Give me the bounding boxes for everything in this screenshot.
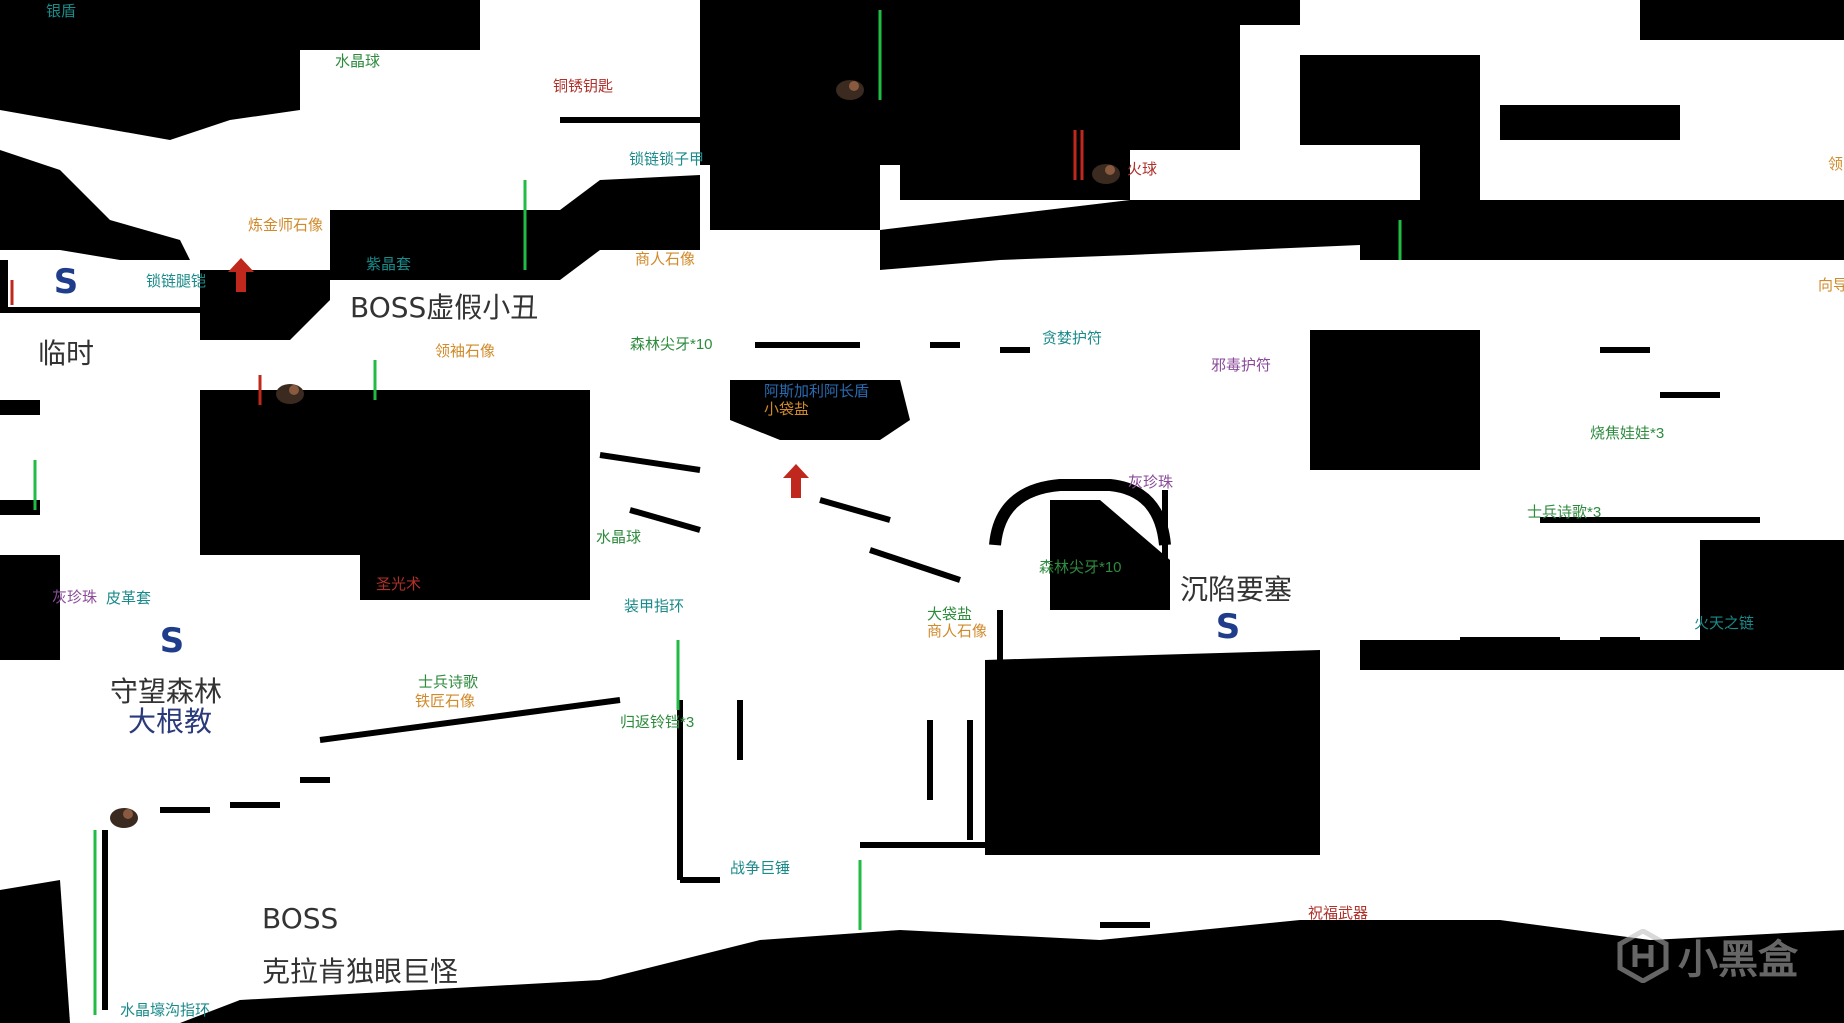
item-crystal-ball-top[interactable]: 水晶球 bbox=[335, 53, 381, 70]
snail-enemy-icon bbox=[110, 808, 138, 828]
item-big-salt[interactable]: 大袋盐 bbox=[927, 606, 973, 623]
save-point-icon[interactable]: S bbox=[46, 262, 86, 302]
item-edge-right-2[interactable]: 向导 bbox=[1818, 277, 1844, 294]
item-crystal-ball-mid[interactable]: 水晶球 bbox=[596, 529, 642, 546]
save-point-icon[interactable]: S bbox=[152, 621, 192, 661]
item-chain-greaves[interactable]: 锁链腿铠 bbox=[146, 273, 207, 290]
snail-enemy-icon bbox=[836, 80, 864, 100]
snail-enemy-icon bbox=[1092, 164, 1120, 184]
item-forest-fang-mid[interactable]: 森林尖牙*10 bbox=[1039, 559, 1122, 576]
item-soldier-song[interactable]: 士兵诗歌 bbox=[418, 674, 479, 691]
item-blessed-weapon[interactable]: 祝福武器 bbox=[1308, 905, 1369, 922]
item-leather-set[interactable]: 皮革套 bbox=[106, 590, 152, 607]
item-crystal-moat-ring[interactable]: 水晶壕沟指环 bbox=[120, 1002, 211, 1019]
up-arrow-icon[interactable] bbox=[783, 464, 809, 498]
item-merchant-statue-mid[interactable]: 商人石像 bbox=[927, 623, 988, 640]
area-boss-label[interactable]: BOSS bbox=[262, 902, 339, 935]
area-sunken-fortress[interactable]: 沉陷要塞 bbox=[1176, 576, 1297, 604]
area-cyclops[interactable]: 克拉肯独眼巨怪 bbox=[262, 955, 459, 988]
area-boss-jester[interactable]: BOSS虚假小丑 bbox=[344, 294, 545, 322]
item-burnt-doll[interactable]: 烧焦娃娃*3 bbox=[1590, 425, 1665, 442]
item-merchant-statue-top[interactable]: 商人石像 bbox=[635, 251, 696, 268]
item-small-salt[interactable]: 小袋盐 bbox=[764, 401, 810, 418]
save-point-icon[interactable]: S bbox=[1208, 607, 1248, 647]
item-holy-light[interactable]: 圣光术 bbox=[376, 576, 422, 593]
item-fire-chain[interactable]: 火天之链 bbox=[1694, 615, 1755, 632]
watermark-text: 小黑盒 bbox=[1678, 937, 1798, 983]
item-edge-right-1[interactable]: 领 bbox=[1828, 156, 1844, 173]
item-alchemist-statue[interactable]: 炼金师石像 bbox=[248, 217, 324, 234]
up-arrow-icon[interactable] bbox=[228, 258, 254, 292]
item-purple-crystal-set[interactable]: 紫晶套 bbox=[366, 256, 412, 273]
item-armor-ring[interactable]: 装甲指环 bbox=[624, 598, 685, 615]
item-return-bell[interactable]: 归返铃铛*3 bbox=[620, 714, 695, 731]
item-fireball[interactable]: 火球 bbox=[1127, 161, 1158, 178]
watermark: 小黑盒 bbox=[1616, 927, 1798, 985]
item-forest-fang-top[interactable]: 森林尖牙*10 bbox=[630, 336, 713, 353]
area-great-root-cult[interactable]: 大根教 bbox=[128, 705, 213, 738]
item-soldier-song-right[interactable]: 士兵诗歌*3 bbox=[1527, 504, 1602, 521]
area-temporary[interactable]: 临时 bbox=[38, 337, 95, 370]
snail-enemy-icon bbox=[276, 384, 304, 404]
item-gray-pearl-left[interactable]: 灰珍珠 bbox=[52, 589, 98, 606]
item-ascalon-shield[interactable]: 阿斯加利阿长盾 bbox=[764, 383, 870, 400]
item-rusty-key[interactable]: 铜锈钥匙 bbox=[553, 78, 614, 95]
area-watch-forest[interactable]: 守望森林 bbox=[110, 675, 223, 708]
item-blacksmith-statue[interactable]: 铁匠石像 bbox=[415, 693, 476, 710]
item-greed-amulet[interactable]: 贪婪护符 bbox=[1042, 330, 1103, 347]
item-chain-mail[interactable]: 锁链锁子甲 bbox=[629, 151, 705, 168]
heybox-logo-icon bbox=[1617, 929, 1669, 983]
item-war-hammer[interactable]: 战争巨锤 bbox=[730, 860, 791, 877]
item-gray-pearl-mid[interactable]: 灰珍珠 bbox=[1128, 474, 1174, 491]
item-collar-statue[interactable]: 领袖石像 bbox=[435, 343, 496, 360]
item-venom-amulet[interactable]: 邪毒护符 bbox=[1211, 357, 1272, 374]
item-silver-shield[interactable]: 银盾 bbox=[46, 3, 77, 20]
